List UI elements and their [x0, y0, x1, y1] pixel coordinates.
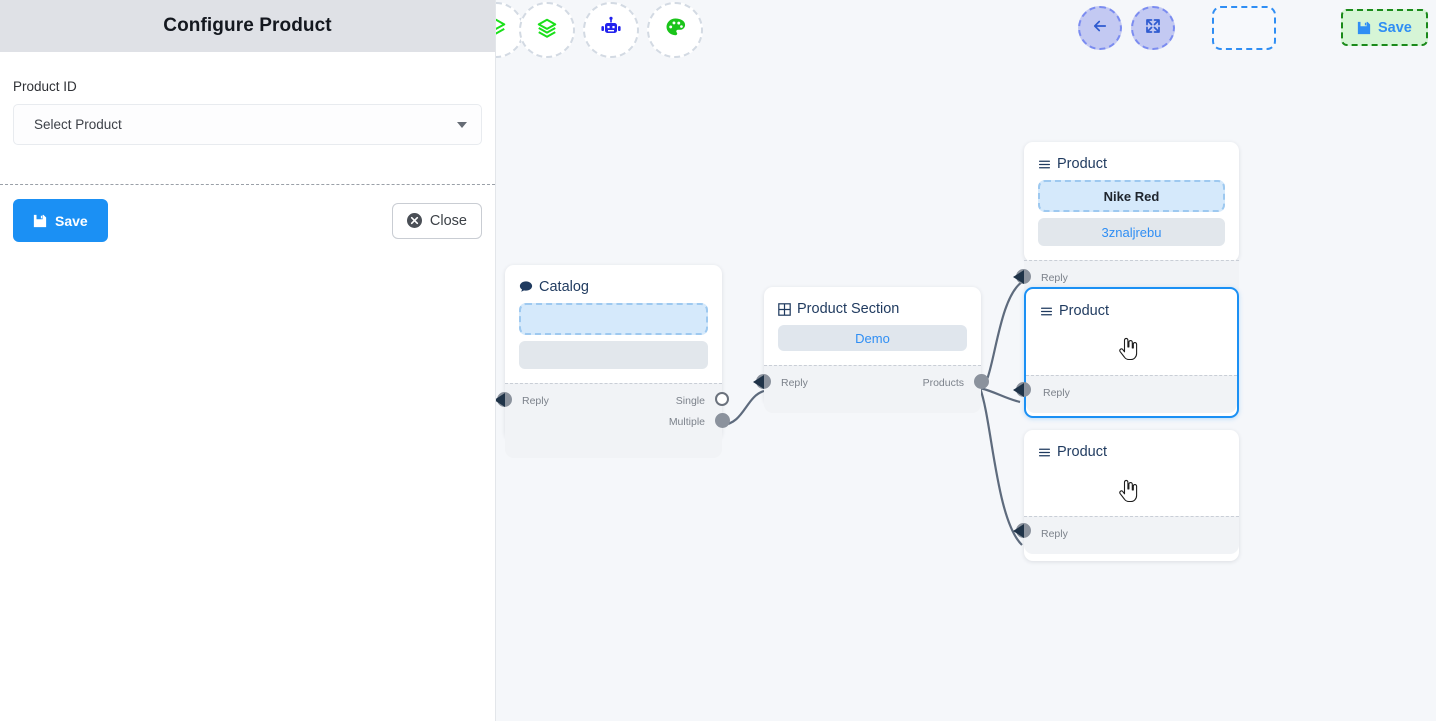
hamburger-list-icon [1040, 305, 1053, 318]
node-product-section-body: Demo [764, 317, 981, 365]
catalog-placeholder-secondary[interactable] [519, 341, 708, 369]
hamburger-list-icon [1038, 446, 1051, 459]
port-in-reply-arrow [753, 375, 764, 389]
port-in-reply-arrow [1013, 383, 1024, 397]
node-product-section-title: Product Section [797, 301, 900, 317]
chevron-down-icon [457, 121, 467, 128]
catalog-placeholder-primary[interactable] [519, 303, 708, 335]
configure-product-panel: Configure Product Product ID Select Prod… [0, 0, 496, 721]
port-in-reply-arrow [1013, 270, 1024, 284]
toolbar-button-layers[interactable] [519, 2, 575, 58]
port-label-reply: Reply [522, 395, 549, 407]
close-button[interactable]: Close [391, 202, 482, 239]
node-product-section-header: Product Section [764, 287, 981, 317]
port-out-products[interactable] [974, 374, 989, 389]
layers-stack-icon [496, 17, 507, 44]
canvas-save-button[interactable]: Save [1341, 9, 1428, 46]
demo-button[interactable]: Demo [778, 325, 967, 351]
node-product-2-title: Product [1059, 303, 1109, 319]
node-product-1-title: Product [1057, 156, 1107, 172]
node-product-section-ports: Reply Products [753, 365, 989, 413]
toolbar-button-theme[interactable] [647, 2, 703, 58]
collapse-fullscreen-icon [1144, 17, 1162, 40]
edge-section-to-product-1 [979, 281, 1023, 390]
back-button[interactable] [1078, 6, 1122, 50]
port-label-products: Products [922, 377, 964, 389]
node-product-2-header: Product [1026, 289, 1237, 319]
robot-icon [599, 16, 623, 45]
product-select-value: Select Product [34, 117, 122, 132]
node-product-section[interactable]: Product Section Demo Reply Products [753, 287, 989, 413]
save-button[interactable]: Save [13, 199, 108, 242]
panel-footer: Save Close [0, 199, 495, 242]
product-1-item-secondary[interactable]: 3znaljrebu [1038, 218, 1225, 246]
node-catalog-ports: Reply Single Multiple [496, 383, 730, 458]
product-id-label: Product ID [13, 79, 77, 94]
port-label-reply: Reply [1041, 528, 1068, 540]
layers-stack-icon [536, 17, 558, 44]
node-catalog-title: Catalog [539, 279, 589, 295]
collapse-fullscreen-button[interactable] [1131, 6, 1175, 50]
port-in-reply-arrow [496, 393, 505, 407]
port-label-reply: Reply [781, 377, 808, 389]
edge-section-to-product-2 [979, 386, 1021, 404]
flow-canvas[interactable]: Save Catalog Reply Single Multiple [496, 0, 1436, 721]
floppy-disk-icon [1357, 21, 1371, 35]
port-out-single[interactable] [715, 392, 729, 406]
toolbar-button-bot[interactable] [583, 2, 639, 58]
node-catalog[interactable]: Catalog Reply Single Multiple [496, 265, 730, 458]
grid-table-icon [778, 302, 791, 316]
chat-bubble-icon [519, 280, 533, 294]
palette-icon [664, 16, 687, 44]
node-product-3-header: Product [1024, 430, 1239, 460]
node-product-1-header: Product [1024, 142, 1239, 172]
port-label-multiple: Multiple [668, 416, 705, 428]
node-catalog-header: Catalog [505, 265, 722, 295]
edge-section-to-product-3 [978, 387, 1023, 546]
panel-divider [0, 184, 495, 185]
save-button-label: Save [55, 212, 88, 229]
port-label-single: Single [675, 395, 705, 407]
node-product-2[interactable]: Product Reply [1013, 287, 1239, 418]
page-title: Configure Product [163, 15, 332, 36]
back-arrow-icon [1091, 17, 1109, 40]
floppy-disk-icon [33, 214, 47, 228]
node-product-3-title: Product [1057, 444, 1107, 460]
port-in-reply-arrow [1013, 524, 1024, 538]
panel-body: Product ID Select Product [0, 52, 495, 145]
x-circle-icon [406, 213, 422, 228]
node-catalog-body [505, 295, 722, 383]
product-1-item-primary[interactable]: Nike Red [1038, 180, 1225, 212]
node-product-2-ports: Reply [1013, 375, 1237, 413]
empty-dashed-slot[interactable] [1212, 6, 1276, 50]
hamburger-list-icon [1038, 158, 1051, 171]
node-product-1-body: Nike Red 3znaljrebu [1024, 172, 1239, 260]
panel-header: Configure Product [0, 0, 495, 52]
port-label-reply: Reply [1041, 272, 1068, 284]
pointer-hand-cursor [1117, 478, 1139, 504]
product-select[interactable]: Select Product [13, 104, 482, 145]
pointer-hand-cursor [1117, 336, 1139, 362]
port-label-reply: Reply [1043, 387, 1070, 399]
port-out-multiple[interactable] [715, 413, 730, 428]
close-button-label: Close [429, 212, 467, 229]
node-product-3-ports: Reply [1013, 516, 1239, 554]
node-product-1[interactable]: Product Nike Red 3znaljrebu Reply [1013, 142, 1239, 298]
canvas-save-label: Save [1378, 19, 1412, 36]
